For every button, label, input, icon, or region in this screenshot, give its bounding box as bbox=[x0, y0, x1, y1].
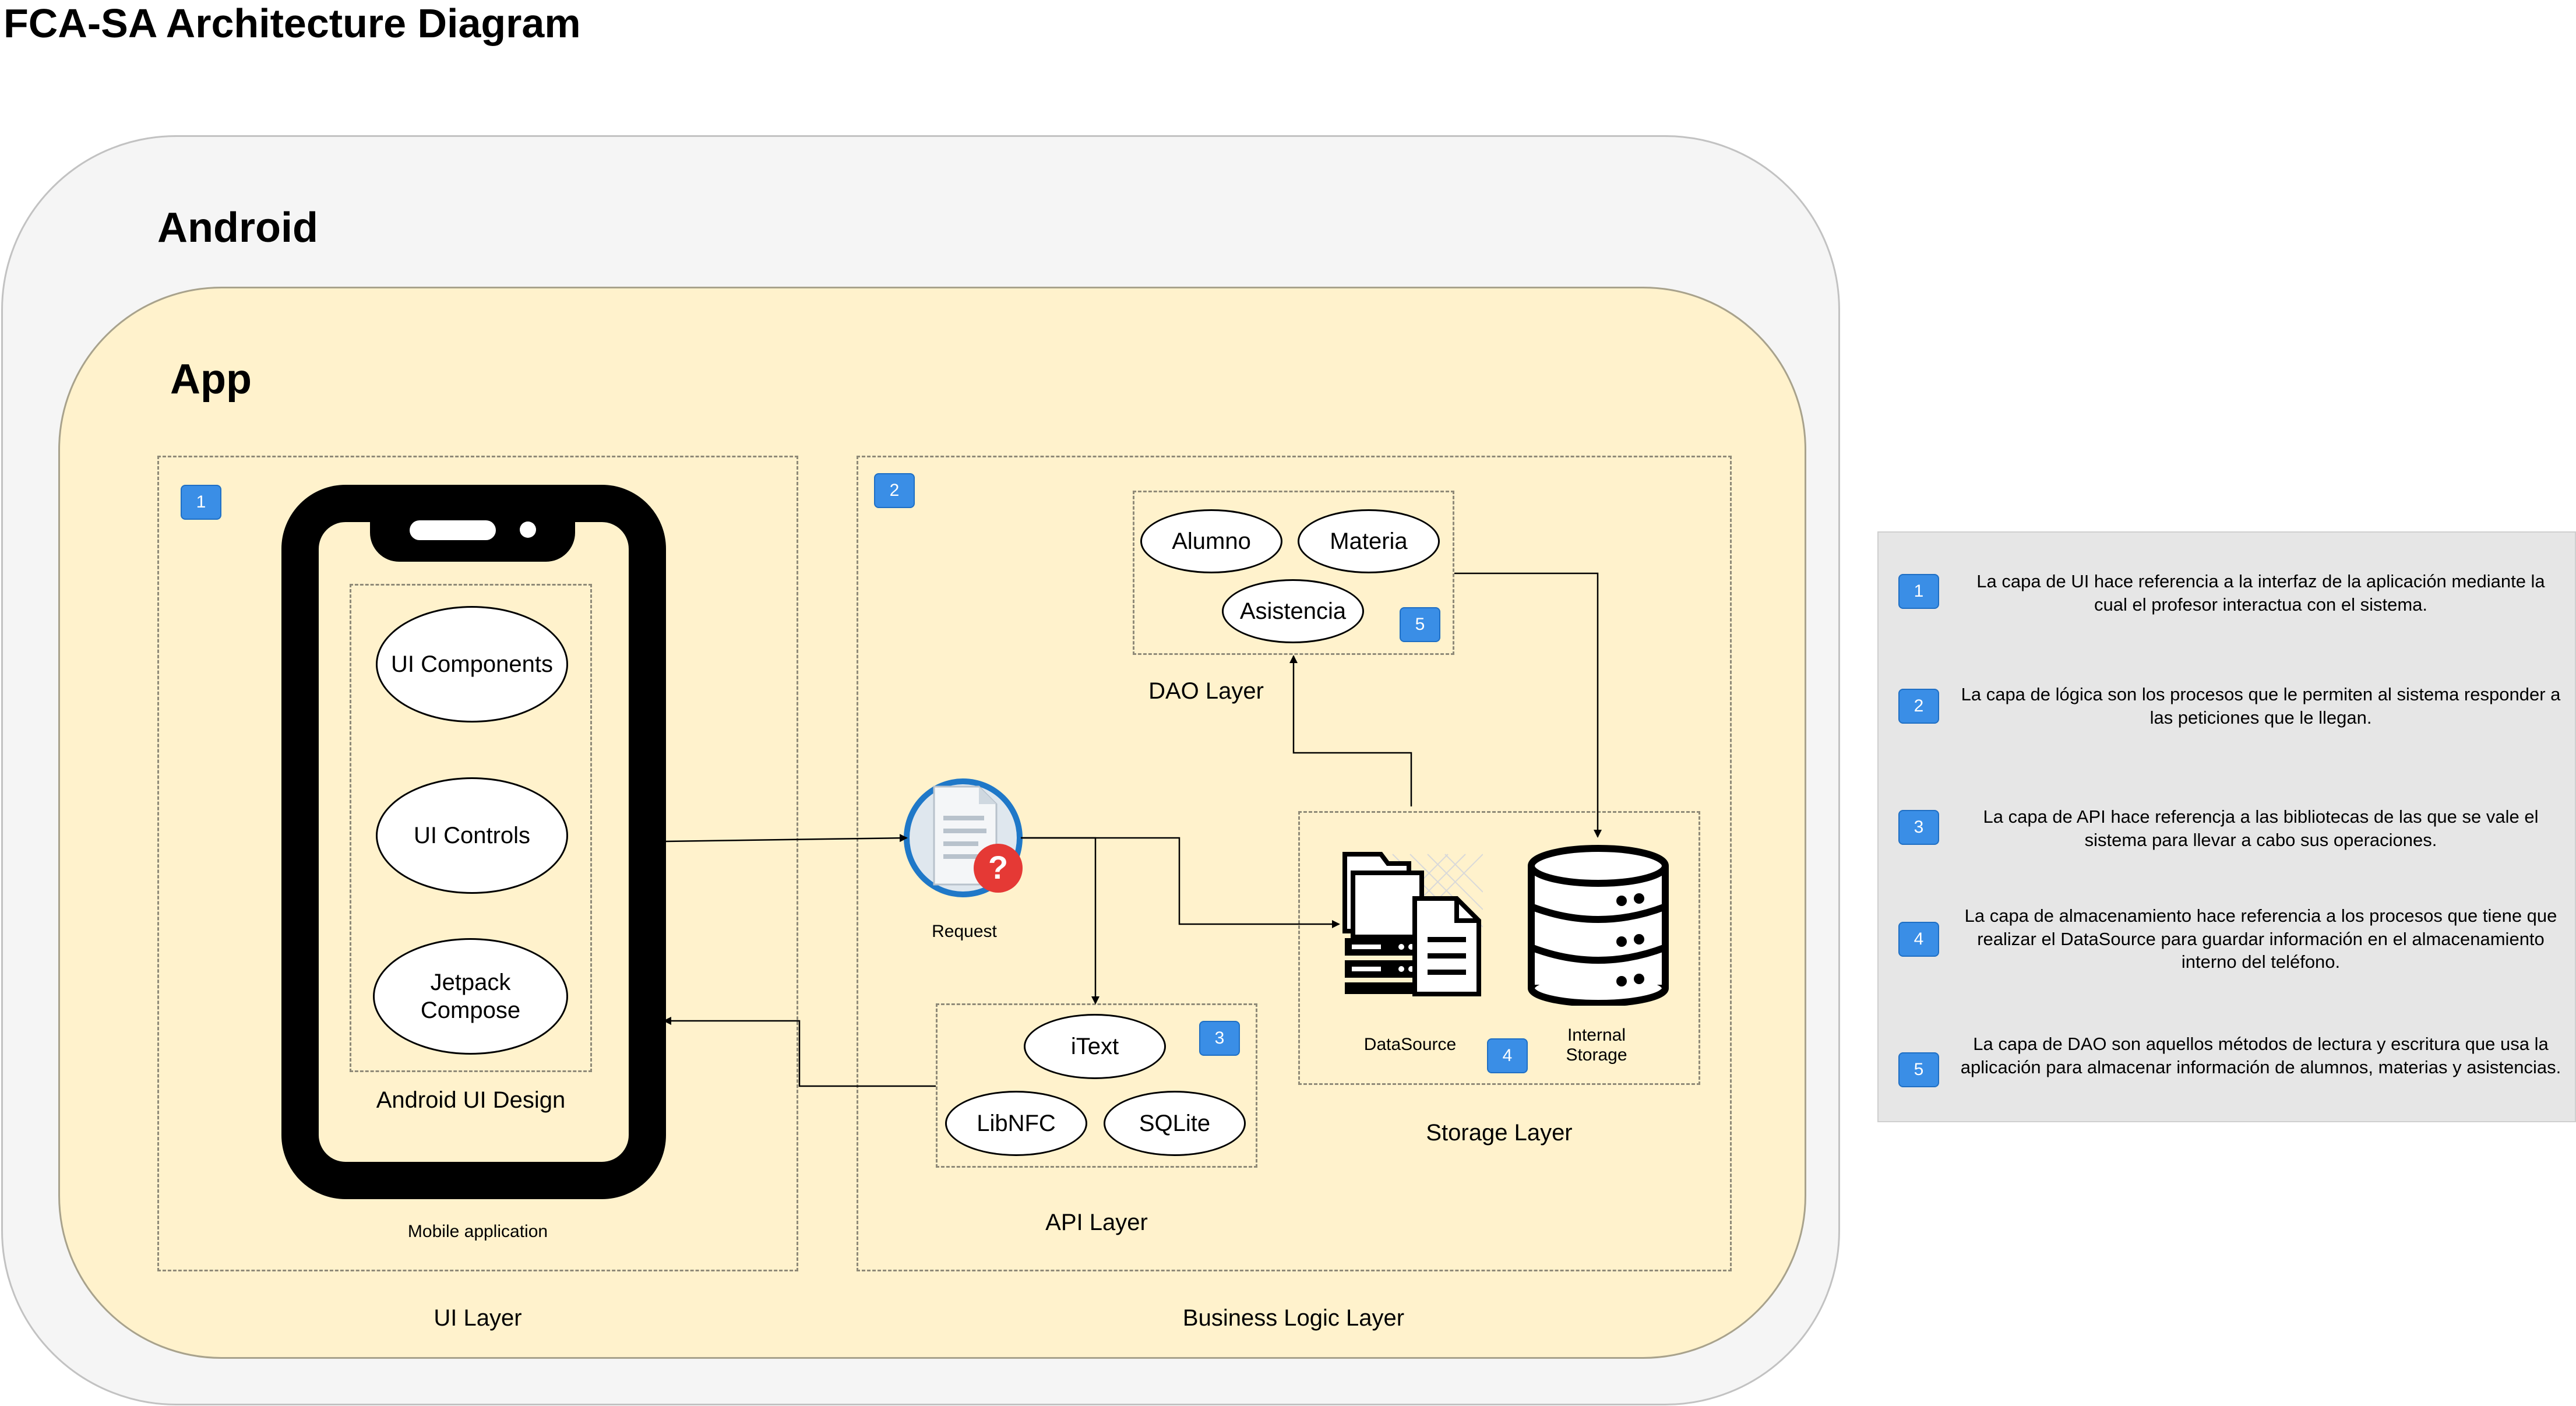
legend-panel bbox=[1877, 531, 2576, 1122]
note-5-badge: 5 bbox=[1898, 1052, 1939, 1087]
storage-layer-badge: 4 bbox=[1487, 1038, 1528, 1073]
api-layer-label: API Layer bbox=[1045, 1210, 1148, 1235]
phone-camera bbox=[520, 521, 536, 538]
asistencia-node: Asistencia bbox=[1222, 579, 1364, 643]
request-icon: ? bbox=[904, 778, 1023, 897]
dao-layer-label: DAO Layer bbox=[1148, 678, 1264, 704]
ui-components-node: UI Components bbox=[376, 606, 568, 723]
materia-node: Materia bbox=[1298, 509, 1440, 573]
note-2-text: La capa de lógica son los procesos que l… bbox=[1961, 684, 2561, 728]
phone-speaker bbox=[410, 520, 496, 540]
storage-layer-box bbox=[1298, 811, 1700, 1085]
note-4-badge: 4 bbox=[1898, 922, 1939, 957]
dao-layer-box bbox=[1133, 491, 1454, 655]
internal-storage-label: Internal Storage bbox=[1566, 1026, 1627, 1065]
sqlite-node: SQLite bbox=[1104, 1091, 1246, 1156]
note-1-text: La capa de UI hace referencia a la inter… bbox=[1976, 571, 2545, 615]
ui-layer-badge: 1 bbox=[181, 485, 221, 520]
business-logic-layer-box bbox=[857, 456, 1732, 1271]
ui-controls-node: UI Controls bbox=[376, 777, 568, 894]
app-label: App bbox=[170, 356, 252, 403]
storage-layer-label: Storage Layer bbox=[1426, 1120, 1573, 1146]
business-logic-layer-label: Business Logic Layer bbox=[1182, 1305, 1405, 1331]
android-ui-design-box bbox=[350, 584, 592, 1072]
datasource-label: DataSource bbox=[1363, 1035, 1457, 1054]
note-1-badge: 1 bbox=[1898, 574, 1939, 609]
android-ui-design-label: Android UI Design bbox=[376, 1087, 566, 1113]
itext-node: iText bbox=[1024, 1014, 1166, 1079]
mobile-application-label: Mobile application bbox=[407, 1222, 548, 1241]
alumno-node: Alumno bbox=[1140, 509, 1282, 573]
svg-text:?: ? bbox=[988, 849, 1008, 886]
dao-layer-badge: 5 bbox=[1400, 607, 1440, 642]
datasource-icon bbox=[1342, 852, 1483, 996]
jetpack-compose-node: Jetpack Compose bbox=[373, 938, 568, 1055]
note-4-text: La capa de almacenamiento hace referenci… bbox=[1964, 905, 2557, 972]
request-label: Request bbox=[932, 922, 997, 941]
ui-layer-label: UI Layer bbox=[434, 1305, 522, 1331]
note-3-badge: 3 bbox=[1898, 810, 1939, 845]
database-icon bbox=[1528, 845, 1669, 1006]
diagram-title: FCA-SA Architecture Diagram bbox=[3, 1, 581, 46]
business-logic-badge: 2 bbox=[874, 473, 915, 508]
ui-layer-box bbox=[157, 456, 798, 1271]
note-5-text: La capa de DAO son aquellos métodos de l… bbox=[1960, 1034, 2561, 1077]
libnfc-node: LibNFC bbox=[945, 1091, 1087, 1156]
note-2-badge: 2 bbox=[1898, 689, 1939, 724]
android-label: Android bbox=[157, 205, 318, 251]
note-3-text: La capa de API hace referencja a las bib… bbox=[1983, 806, 2539, 850]
api-layer-badge: 3 bbox=[1199, 1021, 1240, 1056]
